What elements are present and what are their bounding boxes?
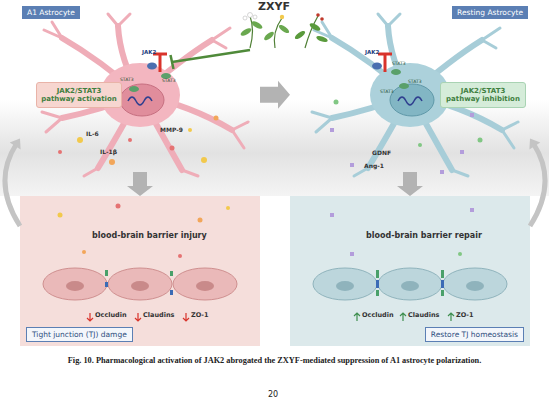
protein-label: JAK2 — [365, 49, 379, 55]
factor-label: Ang-1 — [364, 163, 384, 170]
nucleus — [120, 84, 164, 116]
neurotrophic-dots — [330, 100, 483, 175]
nucleus — [390, 84, 434, 116]
protein-label: Occludin — [95, 312, 127, 319]
protein-label: STAT3 — [392, 62, 406, 67]
arrow-body — [127, 172, 153, 196]
stat3-protein — [129, 86, 139, 92]
protein-label: STAT3 — [380, 90, 394, 95]
protein-label: STAT3 — [408, 80, 422, 85]
curved-arrow — [5, 138, 21, 226]
stat3-protein — [399, 83, 409, 89]
figure-caption: Fig. 10. Pharmacological activation of J… — [0, 356, 549, 365]
astrocyte-panel: Resting AstrocyteJAK2/STAT3 pathway inhi… — [290, 4, 530, 172]
panel-heading: A1 Astrocyte — [22, 6, 80, 19]
protein-label: ZO-1 — [456, 312, 474, 319]
dna-strand — [398, 97, 422, 105]
protein-label: JAK2 — [142, 49, 156, 55]
dna-strand — [128, 97, 152, 105]
panel-heading: Tight junction (TJ) damge — [26, 327, 133, 342]
protein-label: Claudins — [143, 312, 174, 319]
curved-arrow — [529, 138, 545, 226]
herb-name: ZXYF — [258, 1, 290, 13]
panel-heading: Restore TJ homeostasis — [425, 327, 524, 342]
receptor-symbol — [384, 54, 387, 72]
jak2-protein — [372, 63, 382, 70]
gray-band — [0, 100, 549, 196]
inhibition-bar — [171, 55, 174, 69]
arrow-body — [5, 145, 20, 227]
protein-label: STAT3 — [120, 78, 134, 83]
arrow-head — [529, 138, 540, 149]
arrow-head — [10, 138, 21, 149]
receptor-symbol — [159, 54, 162, 72]
receptor-symbol — [378, 53, 392, 56]
protein-label: Occludin — [362, 312, 394, 319]
block-arrow — [397, 172, 423, 196]
astrocyte-panel: A1 AstrocyteJAK2/STAT3 pathway activatio… — [20, 4, 260, 172]
block-arrow — [260, 81, 290, 109]
process-label: blood-brain barrier injury — [92, 232, 207, 241]
page-number: 20 — [268, 391, 278, 400]
cytokine-dots — [58, 116, 219, 166]
astrocyte-body — [370, 63, 450, 127]
block-arrow — [127, 172, 153, 196]
arrow-body — [260, 81, 290, 109]
factor-label: GDNF — [372, 150, 391, 157]
protein-label: ZO-1 — [191, 312, 209, 319]
protein-label: STAT3 — [162, 79, 176, 84]
arrow-body — [397, 172, 423, 196]
inhibition-line — [172, 50, 250, 62]
stat3-protein — [391, 69, 401, 75]
pathway-box: JAK2/STAT3 pathway inhibition — [440, 82, 526, 108]
cytokine-label: IL-1β — [100, 149, 117, 156]
protein-label: Claudins — [408, 312, 439, 319]
jak2-protein — [147, 63, 157, 70]
cytokine-label: MMP-9 — [160, 127, 183, 134]
panel-heading: Resting Astrocyte — [452, 6, 528, 19]
cytokine-label: IL-6 — [86, 131, 99, 138]
barrier-panel: Restore TJ homeostasis — [290, 196, 530, 346]
pathway-text: JAK2/STAT3 pathway activation — [37, 87, 121, 103]
pathway-text: JAK2/STAT3 pathway inhibition — [441, 87, 525, 103]
pathway-box: JAK2/STAT3 pathway activation — [36, 82, 122, 108]
process-label: blood-brain barrier repair — [366, 232, 482, 241]
arrow-body — [530, 145, 545, 227]
herb-plants — [240, 13, 329, 49]
barrier-panel: Tight junction (TJ) damge — [20, 196, 260, 346]
